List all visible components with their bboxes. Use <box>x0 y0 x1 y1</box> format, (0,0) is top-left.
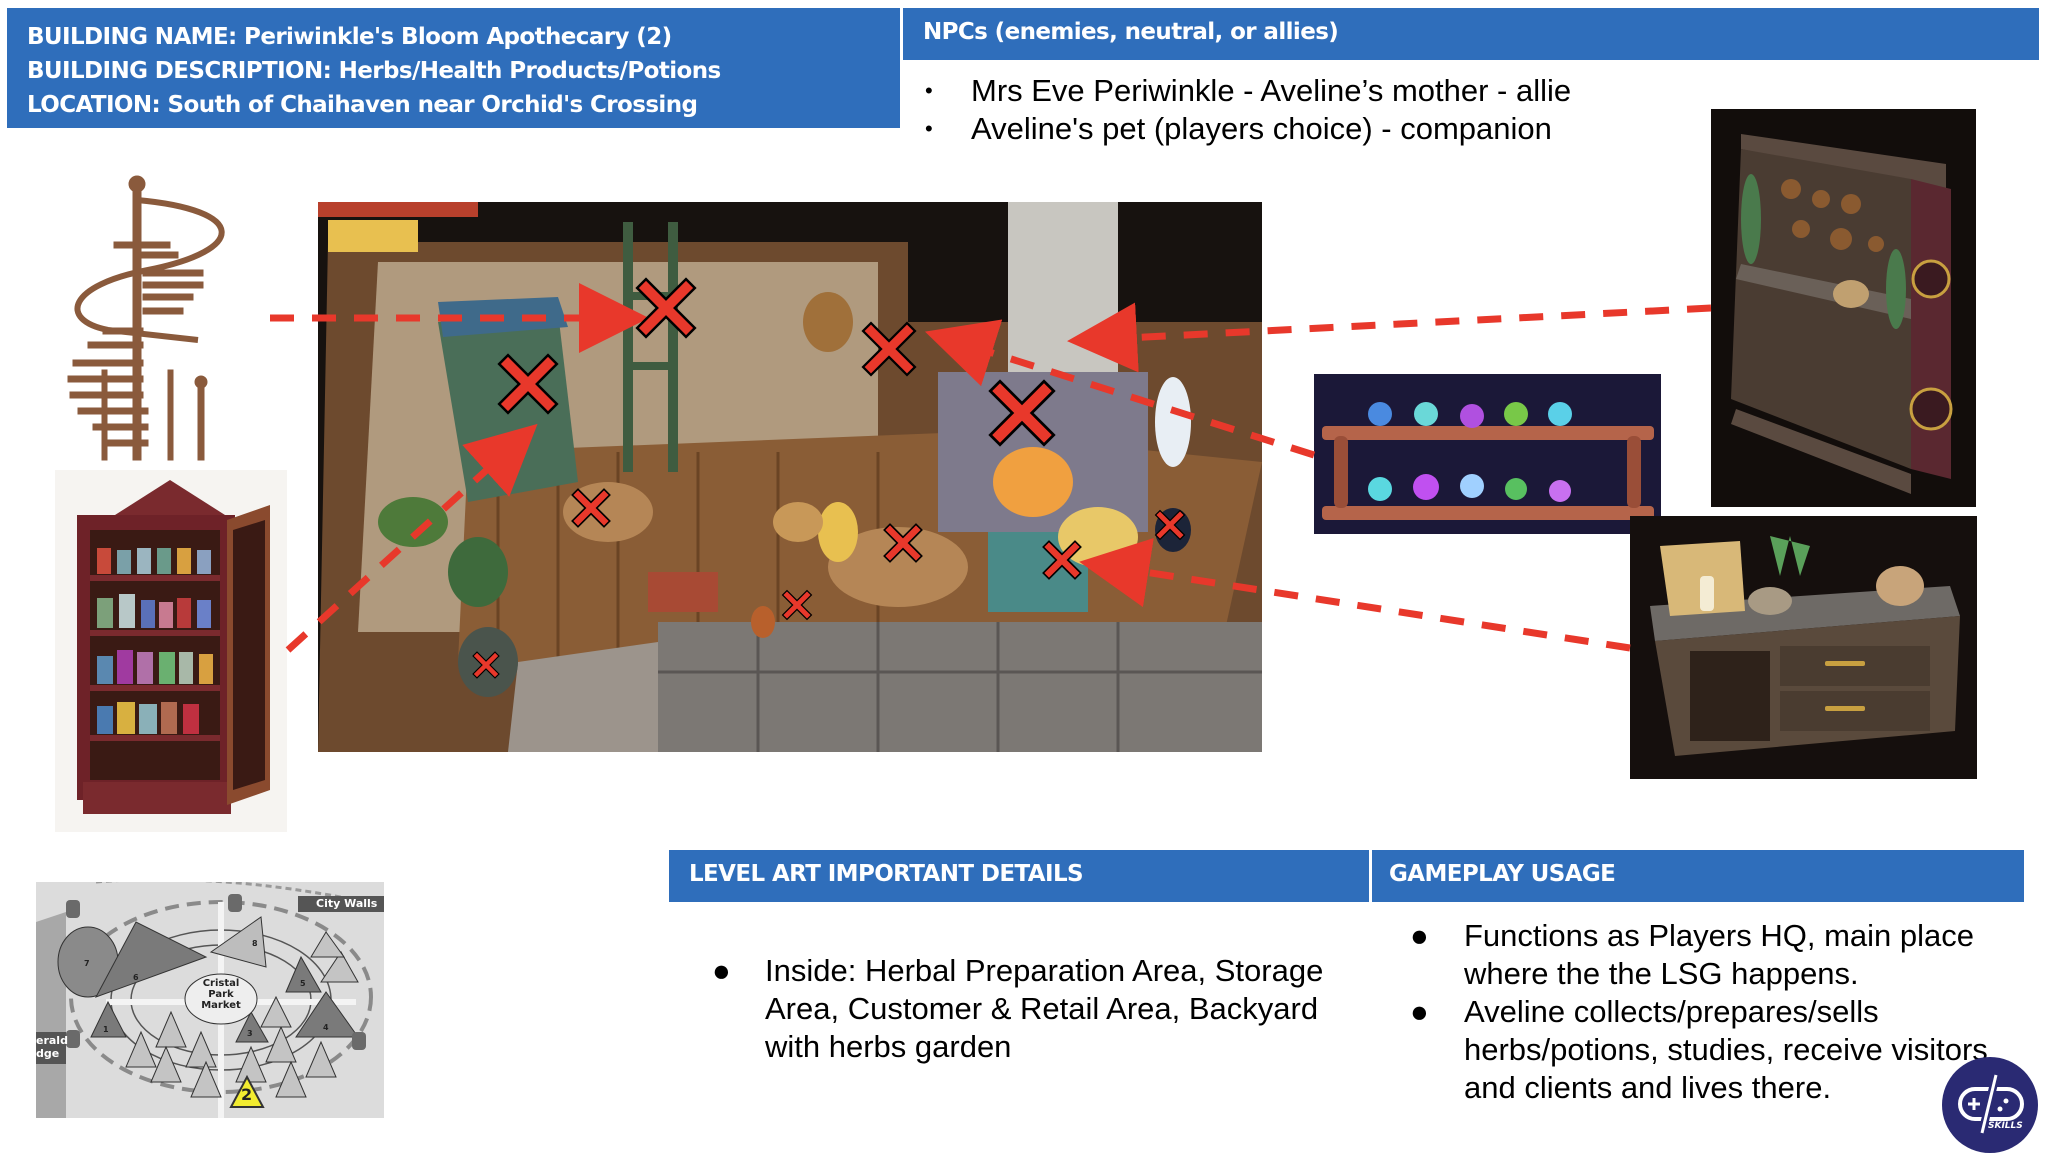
list-item: •Aveline's pet (players choice) - compan… <box>925 111 1552 146</box>
building-info-header: BUILDING NAME: Periwinkle's Bloom Apothe… <box>7 8 900 128</box>
map-building-7: 7 <box>84 959 90 968</box>
map-center-label: Cristal Park Market <box>201 978 241 1011</box>
bullet-icon: ● <box>1410 918 1429 953</box>
map-building-1: 1 <box>103 1025 109 1034</box>
gd-skills-logo: SKILLS <box>1942 1057 2038 1153</box>
map-building-6: 6 <box>133 973 139 982</box>
apothecary-cabinet-image <box>55 470 287 832</box>
bullet-icon: • <box>925 116 933 141</box>
building-description: BUILDING DESCRIPTION: Herbs/Health Produ… <box>27 58 721 84</box>
map-current-building-marker: 2 <box>241 1085 253 1104</box>
logo-text: SKILLS <box>1988 1121 2023 1131</box>
npc-list: •Mrs Eve Periwinkle - Aveline’s mother -… <box>925 72 1571 148</box>
gamepad-logo-icon <box>1958 1074 2024 1134</box>
spiral-staircase-image <box>48 170 228 470</box>
bullet-icon: ● <box>712 953 731 988</box>
list-item: ●Aveline collects/prepares/sells herbs/p… <box>1410 994 1988 1105</box>
potion-shelf-image <box>1314 374 1661 534</box>
list-item: ●Functions as Players HQ, main place whe… <box>1410 918 1974 991</box>
gameplay-header: GAMEPLAY USAGE <box>1372 850 2024 902</box>
map-city-walls-label: City Walls <box>316 897 378 910</box>
level-art-header: LEVEL ART IMPORTANT DETAILS <box>669 850 1369 902</box>
map-building-5: 5 <box>300 979 306 988</box>
map-building-4: 4 <box>323 1023 329 1032</box>
bullet-icon: ● <box>1410 994 1429 1029</box>
building-name: BUILDING NAME: Periwinkle's Bloom Apothe… <box>27 24 672 50</box>
list-item: ●Inside: Herbal Preparation Area, Storag… <box>712 953 1324 1064</box>
level-scene-image <box>318 202 1262 752</box>
building-location: LOCATION: South of Chaihaven near Orchid… <box>27 92 698 118</box>
bullet-icon: • <box>925 78 933 103</box>
level-art-list: ●Inside: Herbal Preparation Area, Storag… <box>712 952 1352 1066</box>
gameplay-list: ●Functions as Players HQ, main place whe… <box>1410 917 2010 1107</box>
map-building-3: 3 <box>247 1029 253 1038</box>
location-minimap: Cristal Park Market City Walls erald dge… <box>36 882 384 1118</box>
tall-shelf-cabinet-image <box>1711 109 1976 507</box>
map-building-8: 8 <box>252 939 258 948</box>
npc-header: NPCs (enemies, neutral, or allies) <box>903 8 2039 60</box>
list-item: •Mrs Eve Periwinkle - Aveline’s mother -… <box>925 73 1572 108</box>
alchemy-desk-image <box>1630 516 1977 779</box>
map-left-label: erald dge <box>36 1034 68 1060</box>
